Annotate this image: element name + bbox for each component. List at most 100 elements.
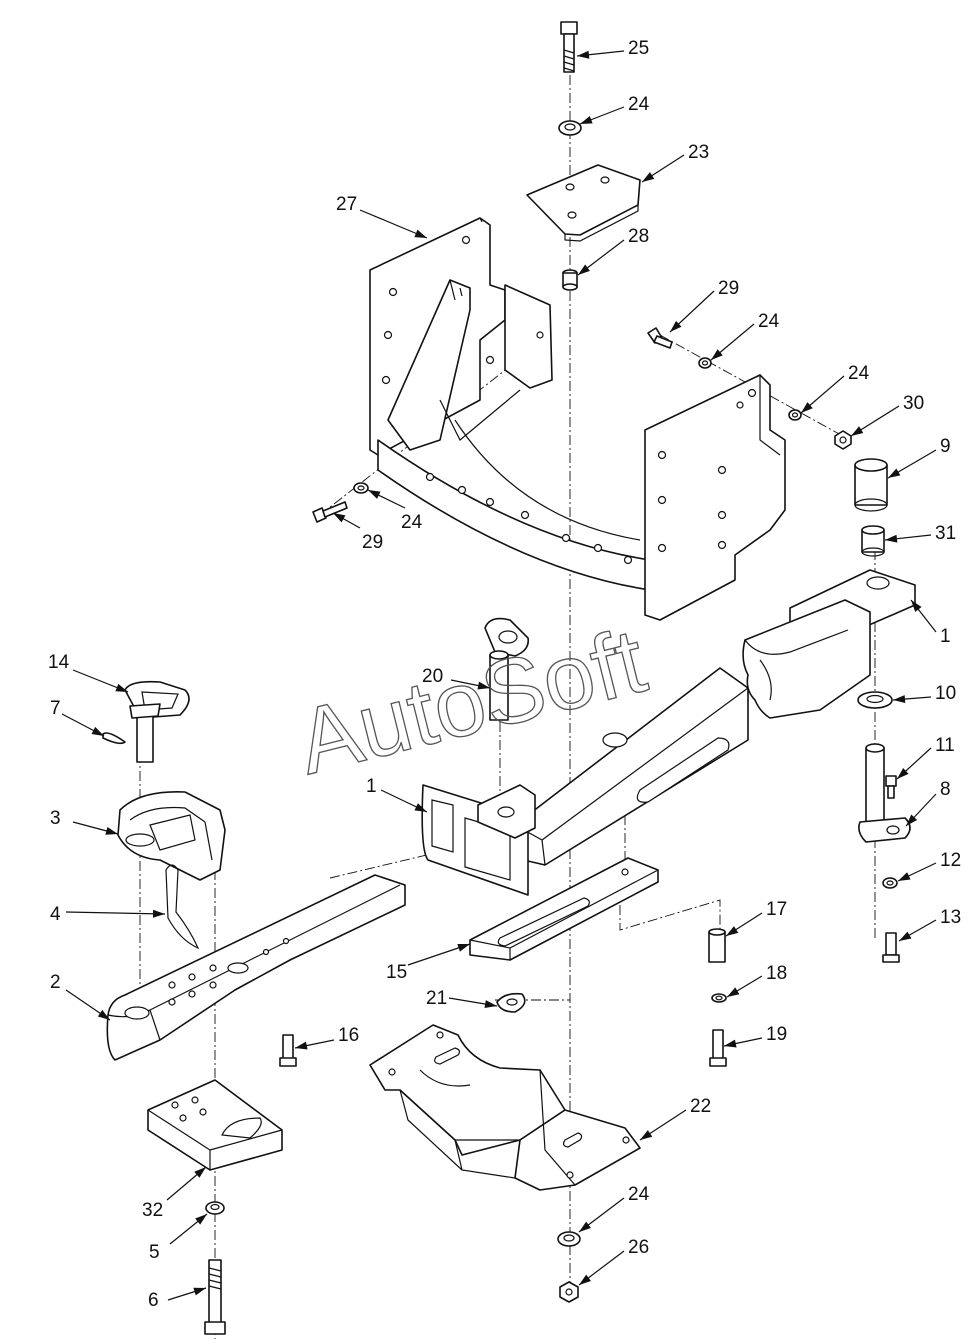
bolt-6 xyxy=(204,1259,226,1335)
leader-arrowhead xyxy=(368,490,381,499)
callout-number: 24 xyxy=(628,1184,650,1205)
leader-arrowhead xyxy=(194,1167,206,1178)
washer-upper-right-a xyxy=(698,357,712,369)
callout-number: 20 xyxy=(422,666,443,687)
washer-5 xyxy=(205,1201,225,1215)
callout-number: 2 xyxy=(50,972,61,993)
callout-number: 31 xyxy=(935,523,956,544)
callout-number: 30 xyxy=(903,393,924,414)
lower-support-bracket xyxy=(369,1024,641,1191)
callout-number: 24 xyxy=(758,311,780,332)
callout-number: 28 xyxy=(628,226,649,247)
bushing-large xyxy=(854,458,888,512)
callout-c5: 5 xyxy=(149,1213,208,1263)
retaining-clip-21 xyxy=(496,992,526,1013)
callout-number: 21 xyxy=(426,988,447,1009)
callout-c18: 18 xyxy=(726,963,787,998)
thrust-washer xyxy=(857,691,893,709)
callout-number: 9 xyxy=(940,436,951,457)
callout-number: 32 xyxy=(142,1200,163,1221)
callout-c3: 3 xyxy=(50,808,119,835)
bolt-19 xyxy=(709,1029,727,1067)
pivot-pin xyxy=(858,743,911,843)
callout-c29a: 29 xyxy=(669,278,739,333)
callout-number: 27 xyxy=(336,194,357,215)
bolt-13 xyxy=(882,932,900,963)
leader-arrowhead xyxy=(577,50,590,59)
callout-number: 3 xyxy=(50,808,61,829)
bolt-upper-right xyxy=(647,327,673,349)
callout-c9: 9 xyxy=(887,436,951,479)
callout-number: 25 xyxy=(628,38,649,59)
callout-c26: 26 xyxy=(578,1237,649,1286)
callout-c30: 30 xyxy=(850,393,924,437)
callout-c6: 6 xyxy=(148,1287,207,1311)
leader-arrowhead xyxy=(579,1221,591,1232)
spring-clip-4 xyxy=(165,864,200,950)
hex-nut-right xyxy=(834,430,852,450)
leader-arrowhead xyxy=(906,814,918,826)
callout-number: 13 xyxy=(940,907,961,928)
callout-c29b: 29 xyxy=(332,512,383,553)
leader-arrowhead xyxy=(105,827,118,835)
leader-arrowhead xyxy=(670,320,682,332)
leader-arrowhead xyxy=(897,767,909,779)
callout-c21: 21 xyxy=(426,988,498,1009)
leader-arrowhead xyxy=(414,803,427,812)
leader-arrowhead xyxy=(195,1214,207,1225)
callout-number: 14 xyxy=(48,652,70,673)
callout-c12: 12 xyxy=(897,850,961,882)
callout-c13: 13 xyxy=(898,907,961,942)
leader-arrowhead xyxy=(91,726,104,736)
leader-arrowhead xyxy=(97,1009,110,1020)
callout-c22: 22 xyxy=(639,1096,711,1141)
spring-clip-7 xyxy=(102,732,126,745)
bolt-lower-left xyxy=(312,501,348,523)
callout-number: 26 xyxy=(628,1237,649,1258)
washer-bottom xyxy=(557,1231,581,1247)
callout-number: 11 xyxy=(935,735,955,756)
callout-number: 24 xyxy=(401,512,423,533)
leader-arrowhead xyxy=(898,872,911,881)
leader-arrowhead xyxy=(851,426,864,436)
callout-c24a: 24 xyxy=(579,94,650,125)
leader-arrowhead xyxy=(580,115,593,124)
leader-arrowhead xyxy=(457,944,470,952)
leader-line xyxy=(65,911,166,915)
leader-arrowhead xyxy=(414,229,427,238)
callout-c1a: 1 xyxy=(910,599,951,647)
leader-arrowhead xyxy=(333,513,346,523)
leader-arrowhead xyxy=(295,1041,308,1050)
bolt-16 xyxy=(279,1034,297,1067)
callout-number: 10 xyxy=(935,683,956,704)
callout-number: 22 xyxy=(690,1096,711,1117)
callout-number: 16 xyxy=(338,1025,359,1046)
small-bolt-11 xyxy=(885,775,897,799)
callout-c4: 4 xyxy=(50,904,166,925)
lynch-pin-14 xyxy=(124,680,190,763)
drawbar xyxy=(106,874,406,1061)
drawbar-support-plate xyxy=(147,1079,283,1171)
callout-number: 5 xyxy=(149,1242,160,1263)
callout-number: 12 xyxy=(940,850,961,871)
leader-arrowhead xyxy=(888,468,901,478)
leader-arrowhead xyxy=(885,534,898,543)
callout-c31: 31 xyxy=(884,523,956,544)
callout-c1b: 1 xyxy=(366,776,428,813)
callout-number: 1 xyxy=(366,776,377,797)
callout-c24e: 24 xyxy=(578,1184,650,1233)
callout-c25: 25 xyxy=(576,38,649,59)
leader-arrowhead xyxy=(727,987,740,997)
callout-number: 6 xyxy=(148,1290,159,1311)
callout-c10: 10 xyxy=(892,683,956,704)
lock-washer-12 xyxy=(882,877,898,889)
hitch-jaw xyxy=(117,791,226,881)
leader-arrowhead xyxy=(579,1274,591,1285)
washer-top xyxy=(558,120,582,136)
washer-upper-right-b xyxy=(788,409,802,421)
callout-c17: 17 xyxy=(725,899,787,937)
washer-lower-left xyxy=(353,482,369,494)
leader-arrowhead xyxy=(726,926,739,936)
